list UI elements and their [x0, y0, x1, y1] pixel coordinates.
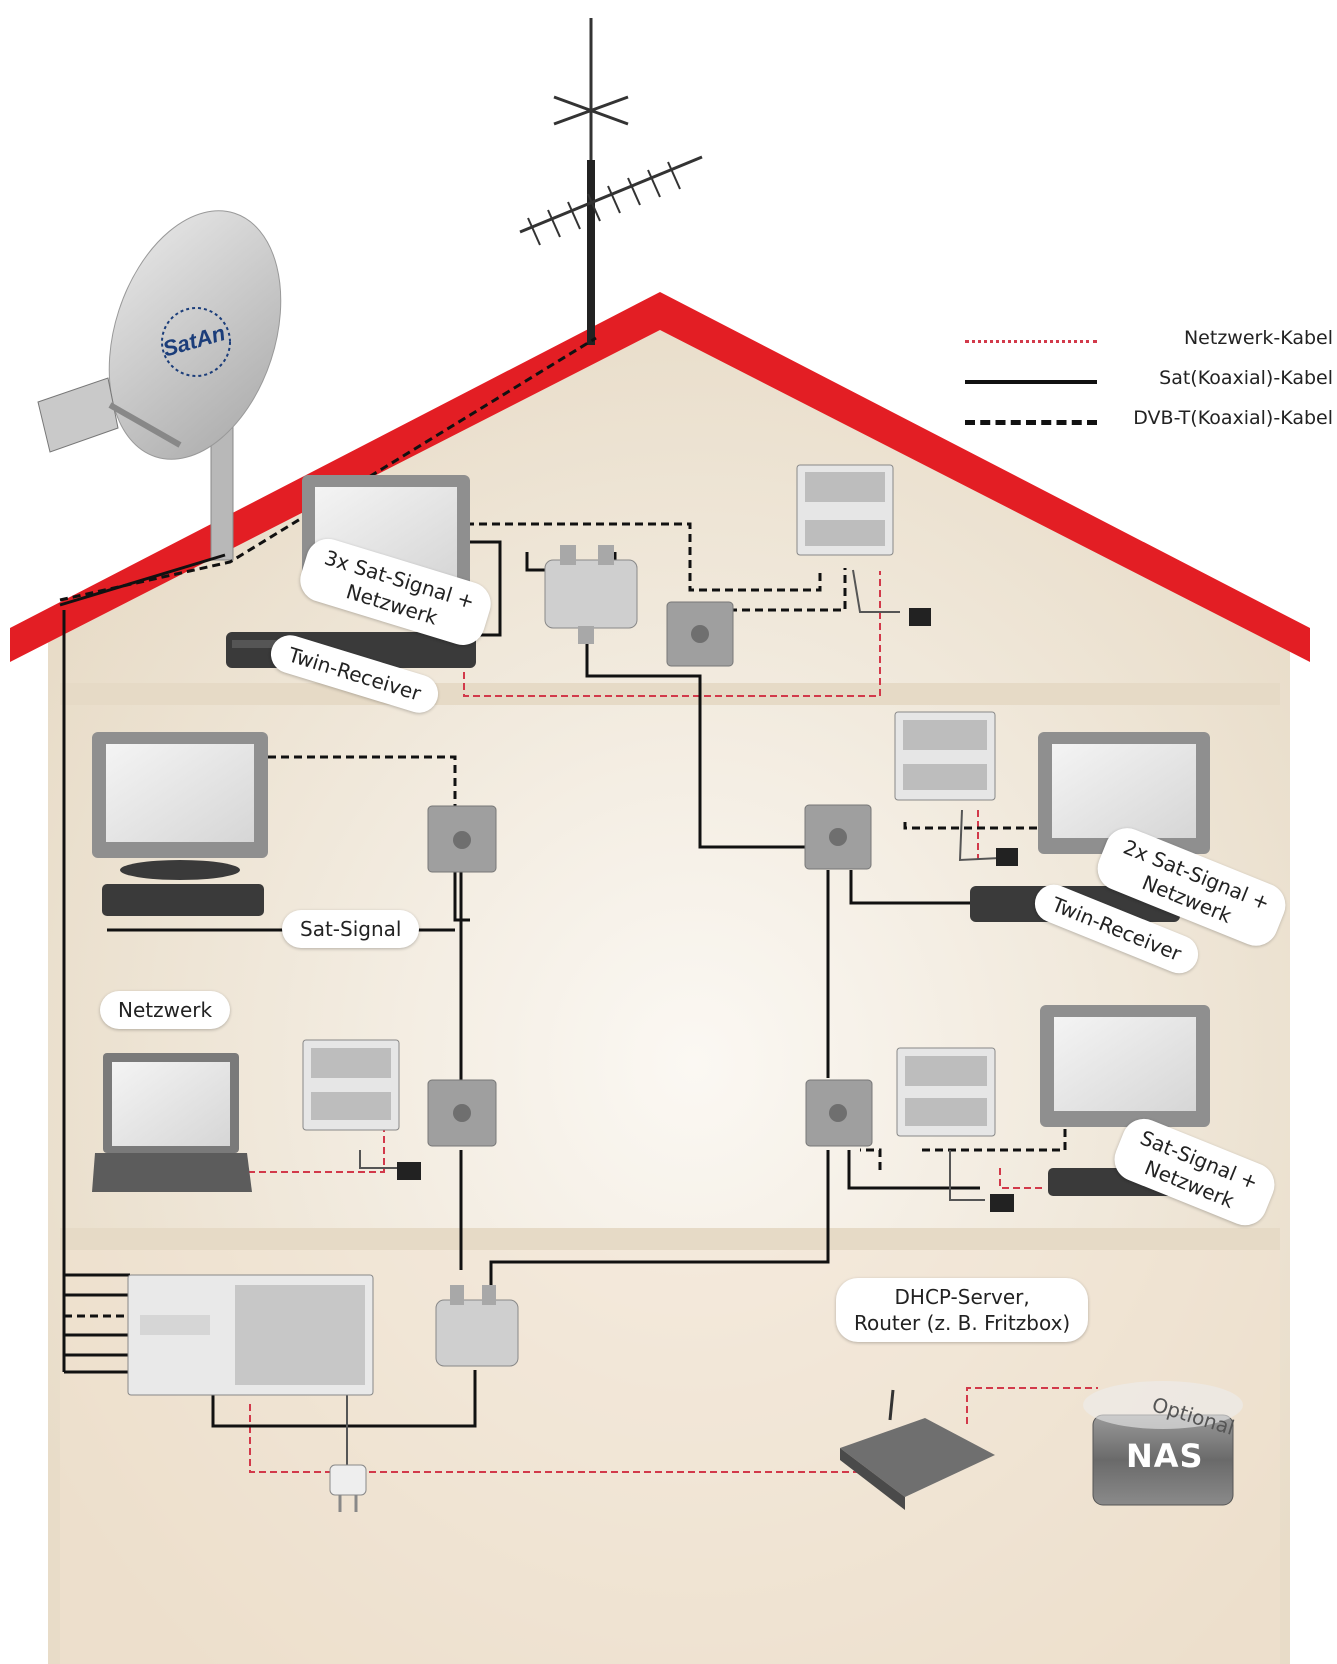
attic-floor [60, 683, 1280, 705]
router [840, 1389, 995, 1510]
nas-device [1083, 1381, 1243, 1506]
label-network-text: Netzwerk [118, 998, 213, 1022]
tv-middle-right [1038, 732, 1210, 854]
legend-sat-swatch [965, 380, 1097, 384]
multiswitch [127, 1274, 374, 1396]
laptop [92, 1053, 252, 1192]
power-cords [346, 569, 1001, 1470]
wall-socket-lower-right [805, 1079, 873, 1147]
label-sat-signal-text: Sat-Signal [300, 917, 402, 941]
label-router: DHCP-Server, Router (z. B. Fritzbox) [836, 1278, 1089, 1342]
network-adapter-middle-right [894, 711, 1018, 866]
receiver-middle-left [102, 884, 264, 916]
wall-socket-attic [666, 601, 734, 667]
tv-middle-left [92, 732, 268, 880]
legend-network-label: Netzwerk-Kabel [1183, 327, 1333, 349]
satellite-dish: SatAn [37, 210, 282, 561]
network-adapter-lower-right [896, 1047, 1014, 1212]
label-nas: NAS [1126, 1437, 1204, 1475]
dvbt-coax-cables [59, 336, 1067, 1318]
wall-socket-middle-right [804, 804, 872, 870]
legend-dvbt-row: DVB-T(Koaxial)-Kabel [965, 402, 1337, 442]
label-network: Netzwerk [100, 991, 231, 1029]
legend-sat-label: Sat(Koaxial)-Kabel [1159, 367, 1333, 389]
legend-sat-row: Sat(Koaxial)-Kabel [965, 362, 1337, 402]
wall-socket-lower-left [427, 1079, 497, 1147]
legend-dvbt-swatch [965, 420, 1097, 425]
dvbt-antenna [519, 18, 703, 345]
legend-network-swatch [965, 340, 1097, 343]
label-sat-signal: Sat-Signal [282, 910, 420, 948]
wall-socket-middle-left [427, 805, 497, 873]
legend-dvbt-label: DVB-T(Koaxial)-Kabel [1133, 407, 1333, 429]
network-adapter-lower-left [302, 1039, 421, 1180]
power-plug [329, 1464, 367, 1512]
label-router-line1: DHCP-Server, [894, 1285, 1030, 1309]
splitter-basement [435, 1285, 519, 1367]
splitter-attic [544, 545, 638, 644]
legend: Netzwerk-Kabel Sat(Koaxial)-Kabel DVB-T(… [965, 322, 1337, 442]
tv-lower-right [1040, 1005, 1210, 1127]
network-adapter-attic [796, 464, 931, 626]
legend-network-row: Netzwerk-Kabel [965, 322, 1337, 362]
middle-floor [60, 1228, 1280, 1250]
label-router-line2: Router (z. B. Fritzbox) [854, 1311, 1071, 1335]
